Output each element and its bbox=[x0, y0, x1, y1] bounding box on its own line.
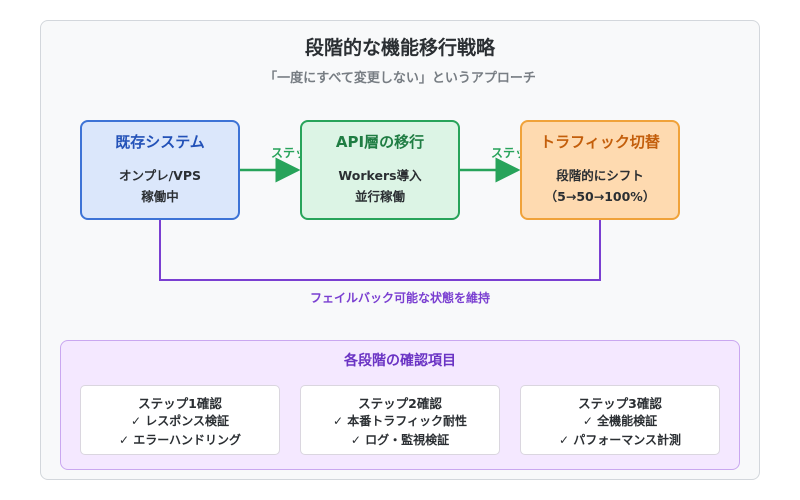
check-card-step1: ステップ1確認 ✓ レスポンス検証 ✓ エラーハンドリング bbox=[80, 385, 280, 455]
stage-line: （5→50→100%） bbox=[544, 189, 656, 204]
stage-line: オンプレ/VPS bbox=[118, 168, 202, 183]
check-card-step3: ステップ3確認 ✓ 全機能検証 ✓ パフォーマンス計測 bbox=[520, 385, 720, 455]
check-item: ✓ パフォーマンス計測 bbox=[559, 433, 681, 447]
fallback-line bbox=[159, 218, 601, 281]
check-item: ✓ ログ・監視検証 bbox=[350, 433, 450, 447]
check-item: ✓ 全機能検証 bbox=[582, 414, 658, 428]
stage-existing-system: 既存システム オンプレ/VPS 稼働中 bbox=[80, 120, 240, 220]
stage-title: API層の移行 bbox=[335, 133, 425, 151]
fallback-label: フェイルバック可能な状態を維持 bbox=[309, 291, 490, 305]
checks-title: 各段階の確認項目 bbox=[344, 353, 456, 369]
stage-line: Workers導入 bbox=[338, 168, 422, 183]
check-card-title: ステップ3確認 bbox=[578, 396, 662, 411]
stage-line: 稼働中 bbox=[141, 189, 179, 204]
stage-api-migration: API層の移行 Workers導入 並行稼働 bbox=[300, 120, 460, 220]
diagram-title: 段階的な機能移行戦略 bbox=[304, 37, 495, 59]
diagram-subtitle: 「一度にすべて変更しない」というアプローチ bbox=[264, 71, 536, 86]
check-card-title: ステップ2確認 bbox=[358, 396, 442, 411]
stage-title: トラフィック切替 bbox=[540, 133, 660, 151]
step-label-1: ステップ bbox=[271, 146, 300, 160]
check-item: ✓ レスポンス検証 bbox=[131, 414, 229, 428]
stage-line: 並行稼働 bbox=[354, 189, 405, 204]
stage-traffic-switch: トラフィック切替 段階的にシフト （5→50→100%） bbox=[520, 120, 680, 220]
check-card-title: ステップ1確認 bbox=[138, 396, 222, 411]
check-item: ✓ エラーハンドリング bbox=[119, 433, 241, 447]
stage-title: 既存システム bbox=[115, 133, 205, 151]
step-label-2: ステップ bbox=[491, 146, 520, 160]
check-item: ✓ 本番トラフィック耐性 bbox=[333, 414, 467, 428]
stage-line: 段階的にシフト bbox=[556, 168, 644, 183]
check-card-step2: ステップ2確認 ✓ 本番トラフィック耐性 ✓ ログ・監視検証 bbox=[300, 385, 500, 455]
